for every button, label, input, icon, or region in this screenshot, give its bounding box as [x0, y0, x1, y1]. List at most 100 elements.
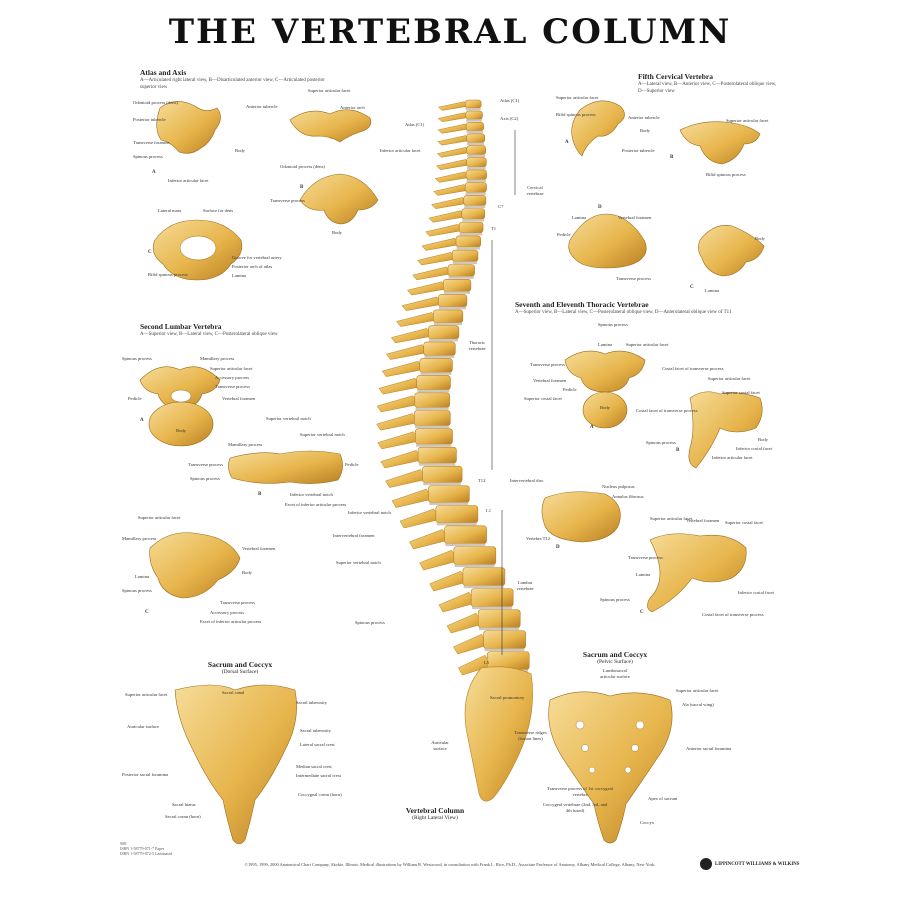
label-transverse-lumbar-c: Transverse process	[220, 600, 255, 605]
spinous-process-mark	[453, 633, 489, 655]
letter-c-lumbar: C	[145, 610, 149, 615]
label-atlas-c1: Atlas (C1)	[500, 98, 520, 103]
vertebral-body-mark	[483, 630, 526, 649]
label-transverse-process-c5: Transverse process	[616, 276, 651, 281]
letter-a-atlas: A	[152, 170, 156, 175]
letter-d-c5: D	[598, 205, 602, 210]
label-body-thoracic: Body	[600, 405, 610, 410]
label-annulus-fibrosus: Annulus fibrosus	[612, 494, 644, 499]
label-posterior-arch: Posterior arch of atlas	[232, 264, 273, 269]
disc-mark	[414, 425, 450, 429]
publisher-logo: LIPPINCOTT WILLIAMS & WILKINS	[700, 858, 799, 870]
label-accessory-lumbar: Accessory process	[215, 375, 250, 380]
label-superior-facet-sacrum: Superior articular facet	[125, 692, 168, 697]
label-body-c5c: Body	[755, 236, 765, 241]
spinous-process-mark	[407, 281, 447, 296]
spinous-process-mark	[419, 549, 459, 571]
disc-mark	[454, 564, 495, 568]
label-superior-notch-lumbar: Superior vertebral notch	[266, 416, 311, 421]
spinous-process-mark	[399, 508, 441, 529]
vertebral-body-mark	[464, 182, 487, 193]
label-lamina-thoracic: Lamina	[598, 342, 613, 347]
vertebral-body-mark	[455, 235, 482, 248]
spinous-process-mark	[417, 252, 456, 266]
letter-b-thoracic: B	[676, 448, 680, 453]
disc-mark	[429, 502, 469, 505]
spinous-process-mark	[438, 591, 476, 613]
lumbar-foramen	[170, 389, 192, 403]
label-sacral-tuberosity-b: Sacral tuberosity	[300, 728, 331, 733]
sacrum-pelvic-illustration	[548, 691, 673, 844]
label-superior-facet-c5: Superior articular facet	[556, 95, 599, 100]
disc-mark	[484, 648, 525, 652]
label-superior-costal-thoracic-b: Superior costal facet	[722, 390, 760, 395]
code-line-3: ISBN 1-58779-072-5 Laminated	[120, 850, 173, 856]
spinous-process-mark	[376, 395, 419, 413]
spinous-process-mark	[436, 147, 470, 158]
spinous-process-mark	[434, 171, 469, 183]
label-body-atlas: Body	[235, 148, 245, 153]
label-axis-c2: Axis (C2)	[500, 116, 519, 121]
label-pedicle-c5: Pedicle	[557, 232, 571, 237]
vertebral-body-mark	[466, 145, 486, 155]
label-inferior-costal-thoracic: Inferior costal facet	[736, 446, 772, 451]
sacrum-dorsal-caption: Sacrum and Coccyx (Dorsal Surface)	[190, 660, 290, 675]
publisher-name: LIPPINCOTT WILLIAMS & WILKINS	[715, 861, 800, 867]
thoracic-illustration	[541, 350, 763, 613]
disc-mark	[424, 355, 455, 358]
label-anterior-tubercle-c5: Anterior tubercle	[628, 115, 660, 120]
label-lumbar-vertebrae: Lumbar vertebrae	[516, 580, 534, 591]
disc-mark	[443, 291, 471, 294]
label-posterior-tubercle: Posterior tubercle	[133, 117, 166, 122]
letter-c-thoracic: C	[640, 610, 644, 615]
label-sacral-hiatus: Sacral hiatus	[172, 802, 196, 807]
vertebral-body-mark	[463, 195, 487, 206]
region-arrows	[491, 130, 516, 655]
spinous-process-mark	[385, 469, 427, 488]
label-intervertebral-foramen: Intervertebral foramen	[333, 533, 375, 538]
label-body-lumbar-c: Body	[242, 570, 252, 575]
label-median-sacral-crest: Median sacral crest	[296, 764, 332, 769]
disc-mark	[479, 627, 519, 631]
label-transverse-thoracic: Transverse process	[530, 362, 565, 367]
spinous-process-mark	[376, 413, 419, 431]
copyright-footer: ©1995, 1999, 2000 Anatomical Chart Compa…	[244, 862, 656, 867]
label-body-thoracic-b: Body	[758, 437, 768, 442]
label-sacral-canal: Sacral canal	[222, 690, 245, 695]
label-inferior-costal-thoracic-c: Inferior costal facet	[738, 590, 774, 595]
disc-mark	[466, 179, 486, 183]
label-lateral-mass: Lateral mass	[158, 208, 182, 213]
atlas-axis-illustration	[152, 101, 379, 281]
column-subtitle: (Right Lateral View)	[412, 815, 458, 821]
column-caption: Vertebral Column (Right Lateral View)	[380, 806, 490, 821]
fifth-cervical-subtitle: A—Lateral view, B—Anterior view, C—Poste…	[638, 82, 777, 94]
label-spinous-thoracic-b: Spinous process	[646, 440, 676, 445]
spinous-process-mark	[412, 266, 452, 281]
vertebral-body-mark	[428, 485, 470, 503]
vertebral-body-mark	[423, 341, 456, 356]
disc-mark	[464, 205, 486, 209]
label-lateral-sacral-crest: Lateral sacral crest	[300, 742, 335, 747]
label-transverse-process-coccygeal: Transverse process of 1st coccygeal vert…	[547, 786, 613, 797]
label-anterior-tubercle: Anterior tubercle	[246, 104, 278, 109]
label-lamina-lumbar-c: Lamina	[135, 574, 150, 579]
disc-mark	[465, 192, 486, 195]
label-pedicle-lumbar: Pedicle	[128, 396, 142, 401]
vertebral-body-mark	[466, 157, 487, 168]
spinous-process-mark	[446, 612, 483, 634]
letter-b-atlas: B	[300, 185, 304, 190]
product-code: 9SE ISBN 1-58779-071-7 Paper ISBN 1-5877…	[120, 841, 173, 856]
disc-mark	[438, 306, 467, 310]
atlas-axis-subtitle: A—Articulated right lateral view, B—Disa…	[140, 78, 325, 90]
sacral-foramina	[575, 720, 645, 774]
label-accessory-lumbar-c: Accessory process	[210, 610, 245, 615]
label-intervertebral-disc: Intervertebral disc	[510, 478, 544, 483]
vertebral-body-mark	[432, 309, 464, 324]
spinous-process-mark	[385, 344, 428, 360]
disc-mark	[445, 543, 486, 547]
label-lamina-c5c: Lamina	[705, 288, 720, 293]
label-superior-facet-thoracic-b: Superior articular facet	[708, 376, 751, 381]
letter-b-lumbar: B	[258, 492, 262, 497]
label-anterior-arch: Anterior arch	[340, 105, 365, 110]
